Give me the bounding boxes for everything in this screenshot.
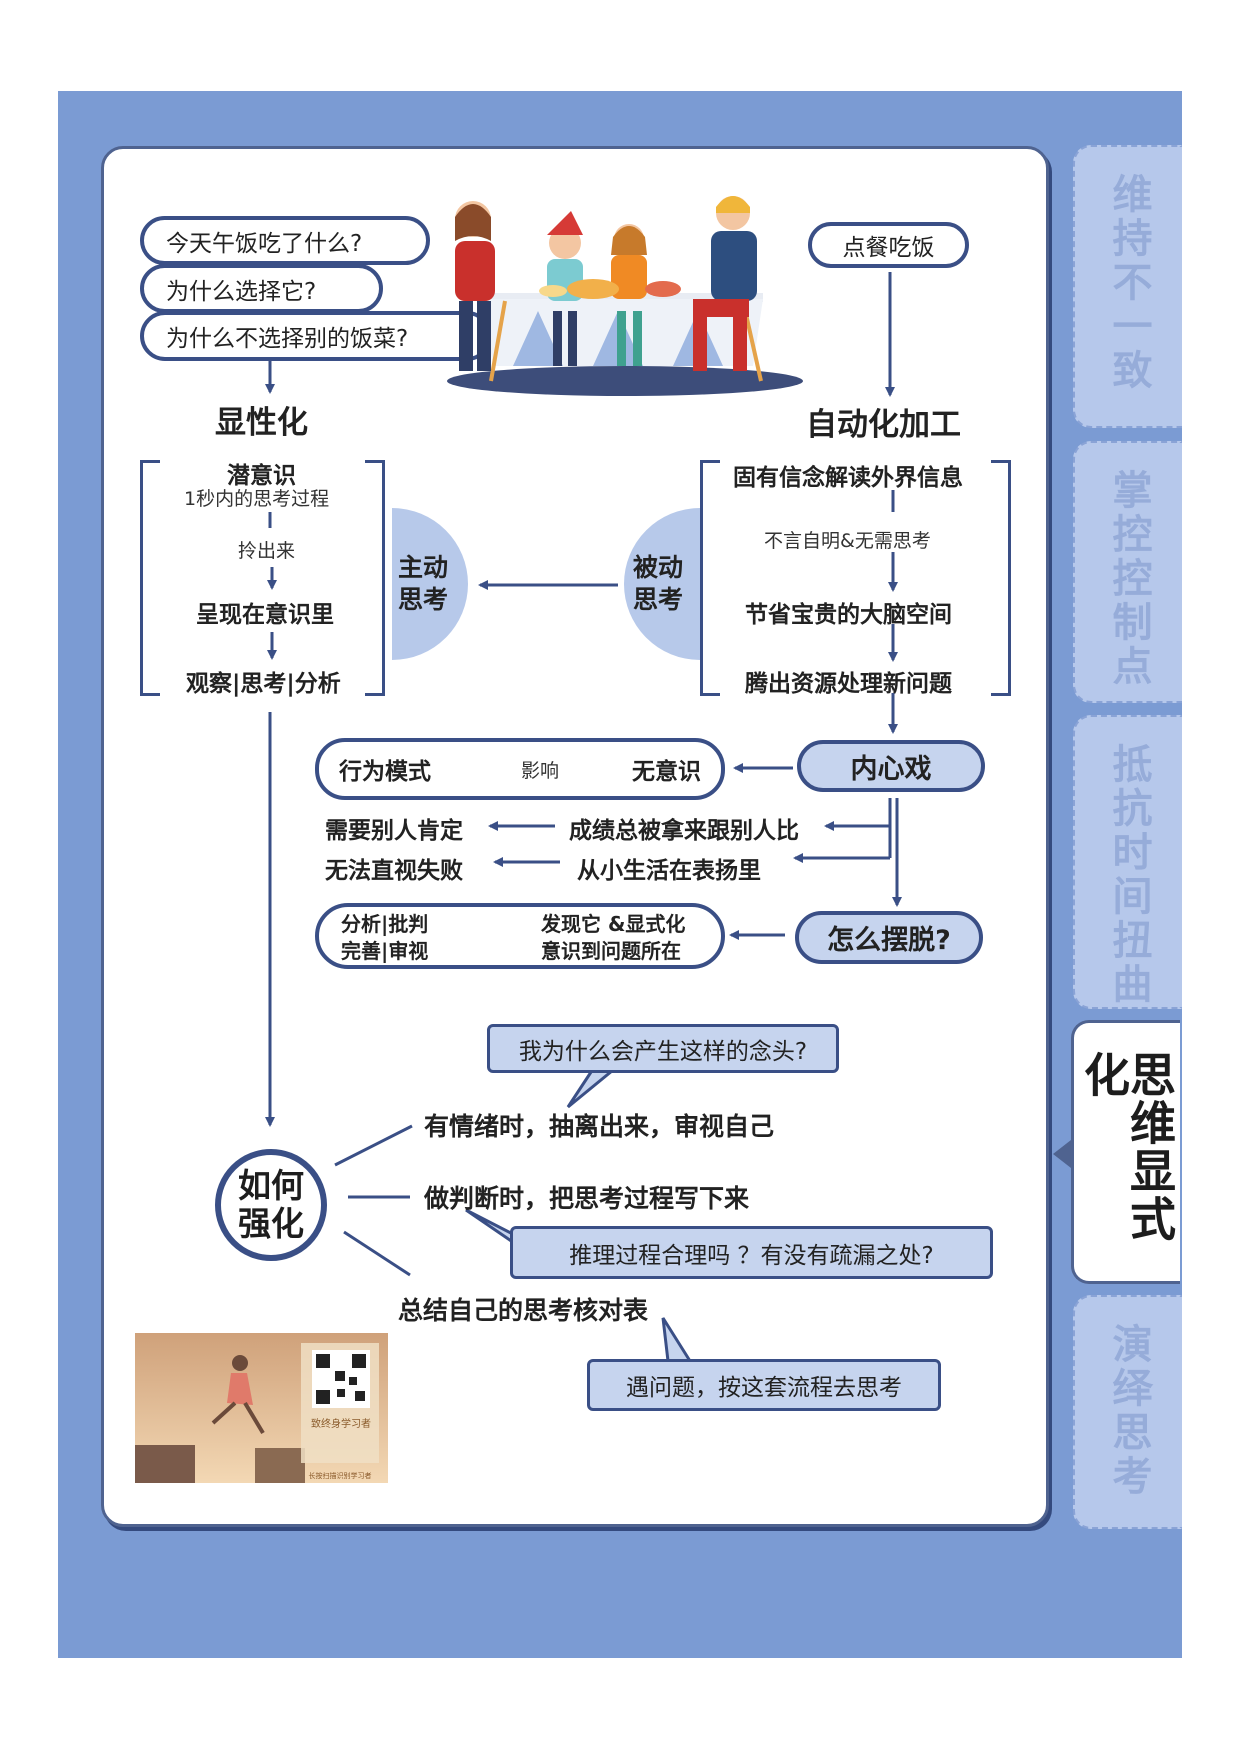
promo-title: 致终身学习者 bbox=[311, 1419, 371, 1430]
tab-label: 抵抗时间扭曲 bbox=[1105, 743, 1152, 1007]
present-in-consciousness: 呈现在意识里 bbox=[196, 602, 334, 628]
grades-compared: 成绩总被拿来跟别人比 bbox=[569, 818, 799, 844]
reasoning-bubble: 推理过程合理吗 ？有没有疏漏之处? bbox=[510, 1226, 993, 1279]
subconscious-label: 潜意识 bbox=[227, 463, 296, 489]
observe-think-analyze: 观察|思考|分析 bbox=[186, 671, 341, 697]
checklist-step: 总结自己的思考核对表 bbox=[398, 1296, 649, 1325]
question-text: 今天午饭吃了什么? bbox=[166, 230, 363, 257]
how-to-strengthen-circle: 如何强化 bbox=[215, 1149, 327, 1261]
process-text: 遇问题，按这套流程去思考 bbox=[626, 1375, 902, 1401]
question-text: 为什么不选择别的饭菜? bbox=[166, 326, 409, 352]
question-pill-lunch: 今天午饭吃了什么? bbox=[140, 216, 430, 265]
judgement-step: 做判断时，把思考过程写下来 bbox=[424, 1184, 750, 1213]
question-pill-why: 为什么选择它? bbox=[140, 264, 383, 313]
pull-out-label: 拎出来 bbox=[238, 540, 296, 562]
active-tab-pointer bbox=[1053, 1140, 1071, 1168]
promo-footer: 长按扫描识别学习者 bbox=[308, 1472, 372, 1480]
influence-text: 影响 bbox=[521, 759, 560, 782]
save-brain-space: 节省宝贵的大脑空间 bbox=[745, 602, 952, 628]
analysis-critique-text: 分析|批判 完善|审视 bbox=[341, 912, 429, 963]
tab-control-point[interactable]: 掌控控制点 bbox=[1073, 441, 1182, 703]
self-evident-label: 不言自明&无需思考 bbox=[764, 530, 931, 552]
inner-drama-text: 内心戏 bbox=[850, 753, 932, 785]
tab-deductive-thinking[interactable]: 演绎思考 bbox=[1073, 1295, 1182, 1529]
family-dinner-illustration bbox=[447, 196, 803, 396]
automatic-processing-title: 自动化加工 bbox=[806, 407, 961, 443]
tab-time-distortion[interactable]: 抵抗时间扭曲 bbox=[1073, 715, 1182, 1009]
question-pill-why-not: 为什么不选择别的饭菜? bbox=[140, 311, 492, 361]
need-approval: 需要别人肯定 bbox=[325, 818, 463, 844]
tab-label: 维持不一致 bbox=[1105, 173, 1152, 393]
right-bracket-close bbox=[991, 460, 1011, 696]
tab-explicit-thinking[interactable]: 思维显式化 bbox=[1071, 1020, 1180, 1284]
one-second-thinking: 1秒内的思考过程 bbox=[184, 488, 330, 510]
inner-drama-pill: 内心戏 bbox=[797, 740, 985, 792]
promo-image[interactable]: 致终身学习者 长按扫描识别学习者 bbox=[135, 1333, 388, 1483]
active-thinking-label: 主动思考 bbox=[398, 553, 449, 614]
passive-thinking-label: 被动思考 bbox=[633, 553, 684, 614]
order-meal-text: 点餐吃饭 bbox=[842, 235, 935, 261]
why-thought-text: 我为什么会产生这样的念头? bbox=[518, 1038, 808, 1065]
tab-label: 掌控控制点 bbox=[1105, 469, 1152, 689]
how-to-escape-pill: 怎么摆脱? bbox=[795, 911, 983, 964]
free-resources: 腾出资源处理新问题 bbox=[745, 671, 952, 697]
analysis-pill: 分析|批判 完善|审视 发现它 &显式化 意识到问题所在 bbox=[315, 903, 725, 969]
how-to-escape-text: 怎么摆脱? bbox=[827, 925, 951, 956]
behavior-pattern-pill: 行为模式 影响 无意识 bbox=[315, 738, 725, 800]
left-bracket bbox=[140, 460, 160, 696]
tab-label: 演绎思考 bbox=[1105, 1323, 1152, 1499]
left-bracket-close bbox=[365, 460, 385, 696]
question-text: 为什么选择它? bbox=[166, 278, 317, 305]
behavior-pattern-text: 行为模式 bbox=[339, 759, 431, 785]
explicit-title: 显性化 bbox=[215, 405, 308, 441]
promo-illustration bbox=[135, 1333, 388, 1483]
order-meal-pill: 点餐吃饭 bbox=[808, 222, 969, 268]
tab-keep-inconsistency[interactable]: 维持不一致 bbox=[1073, 145, 1182, 428]
reasoning-text: 推理过程合理吗 ？有没有疏漏之处? bbox=[569, 1242, 934, 1269]
why-thought-bubble: 我为什么会产生这样的念头? bbox=[487, 1024, 839, 1073]
cannot-face-failure: 无法直视失败 bbox=[325, 858, 463, 884]
right-bracket bbox=[700, 460, 720, 696]
discover-problem-text: 发现它 &显式化 意识到问题所在 bbox=[541, 912, 686, 963]
process-bubble: 遇问题，按这套流程去思考 bbox=[587, 1359, 941, 1411]
tab-label: 思维显式化 bbox=[1077, 1051, 1177, 1243]
unconscious-text: 无意识 bbox=[632, 759, 701, 785]
raised-with-praise: 从小生活在表扬里 bbox=[577, 858, 761, 884]
belief-interprets-info: 固有信念解读外界信息 bbox=[733, 465, 963, 491]
emotion-step: 有情绪时，抽离出来，审视自己 bbox=[424, 1112, 775, 1141]
